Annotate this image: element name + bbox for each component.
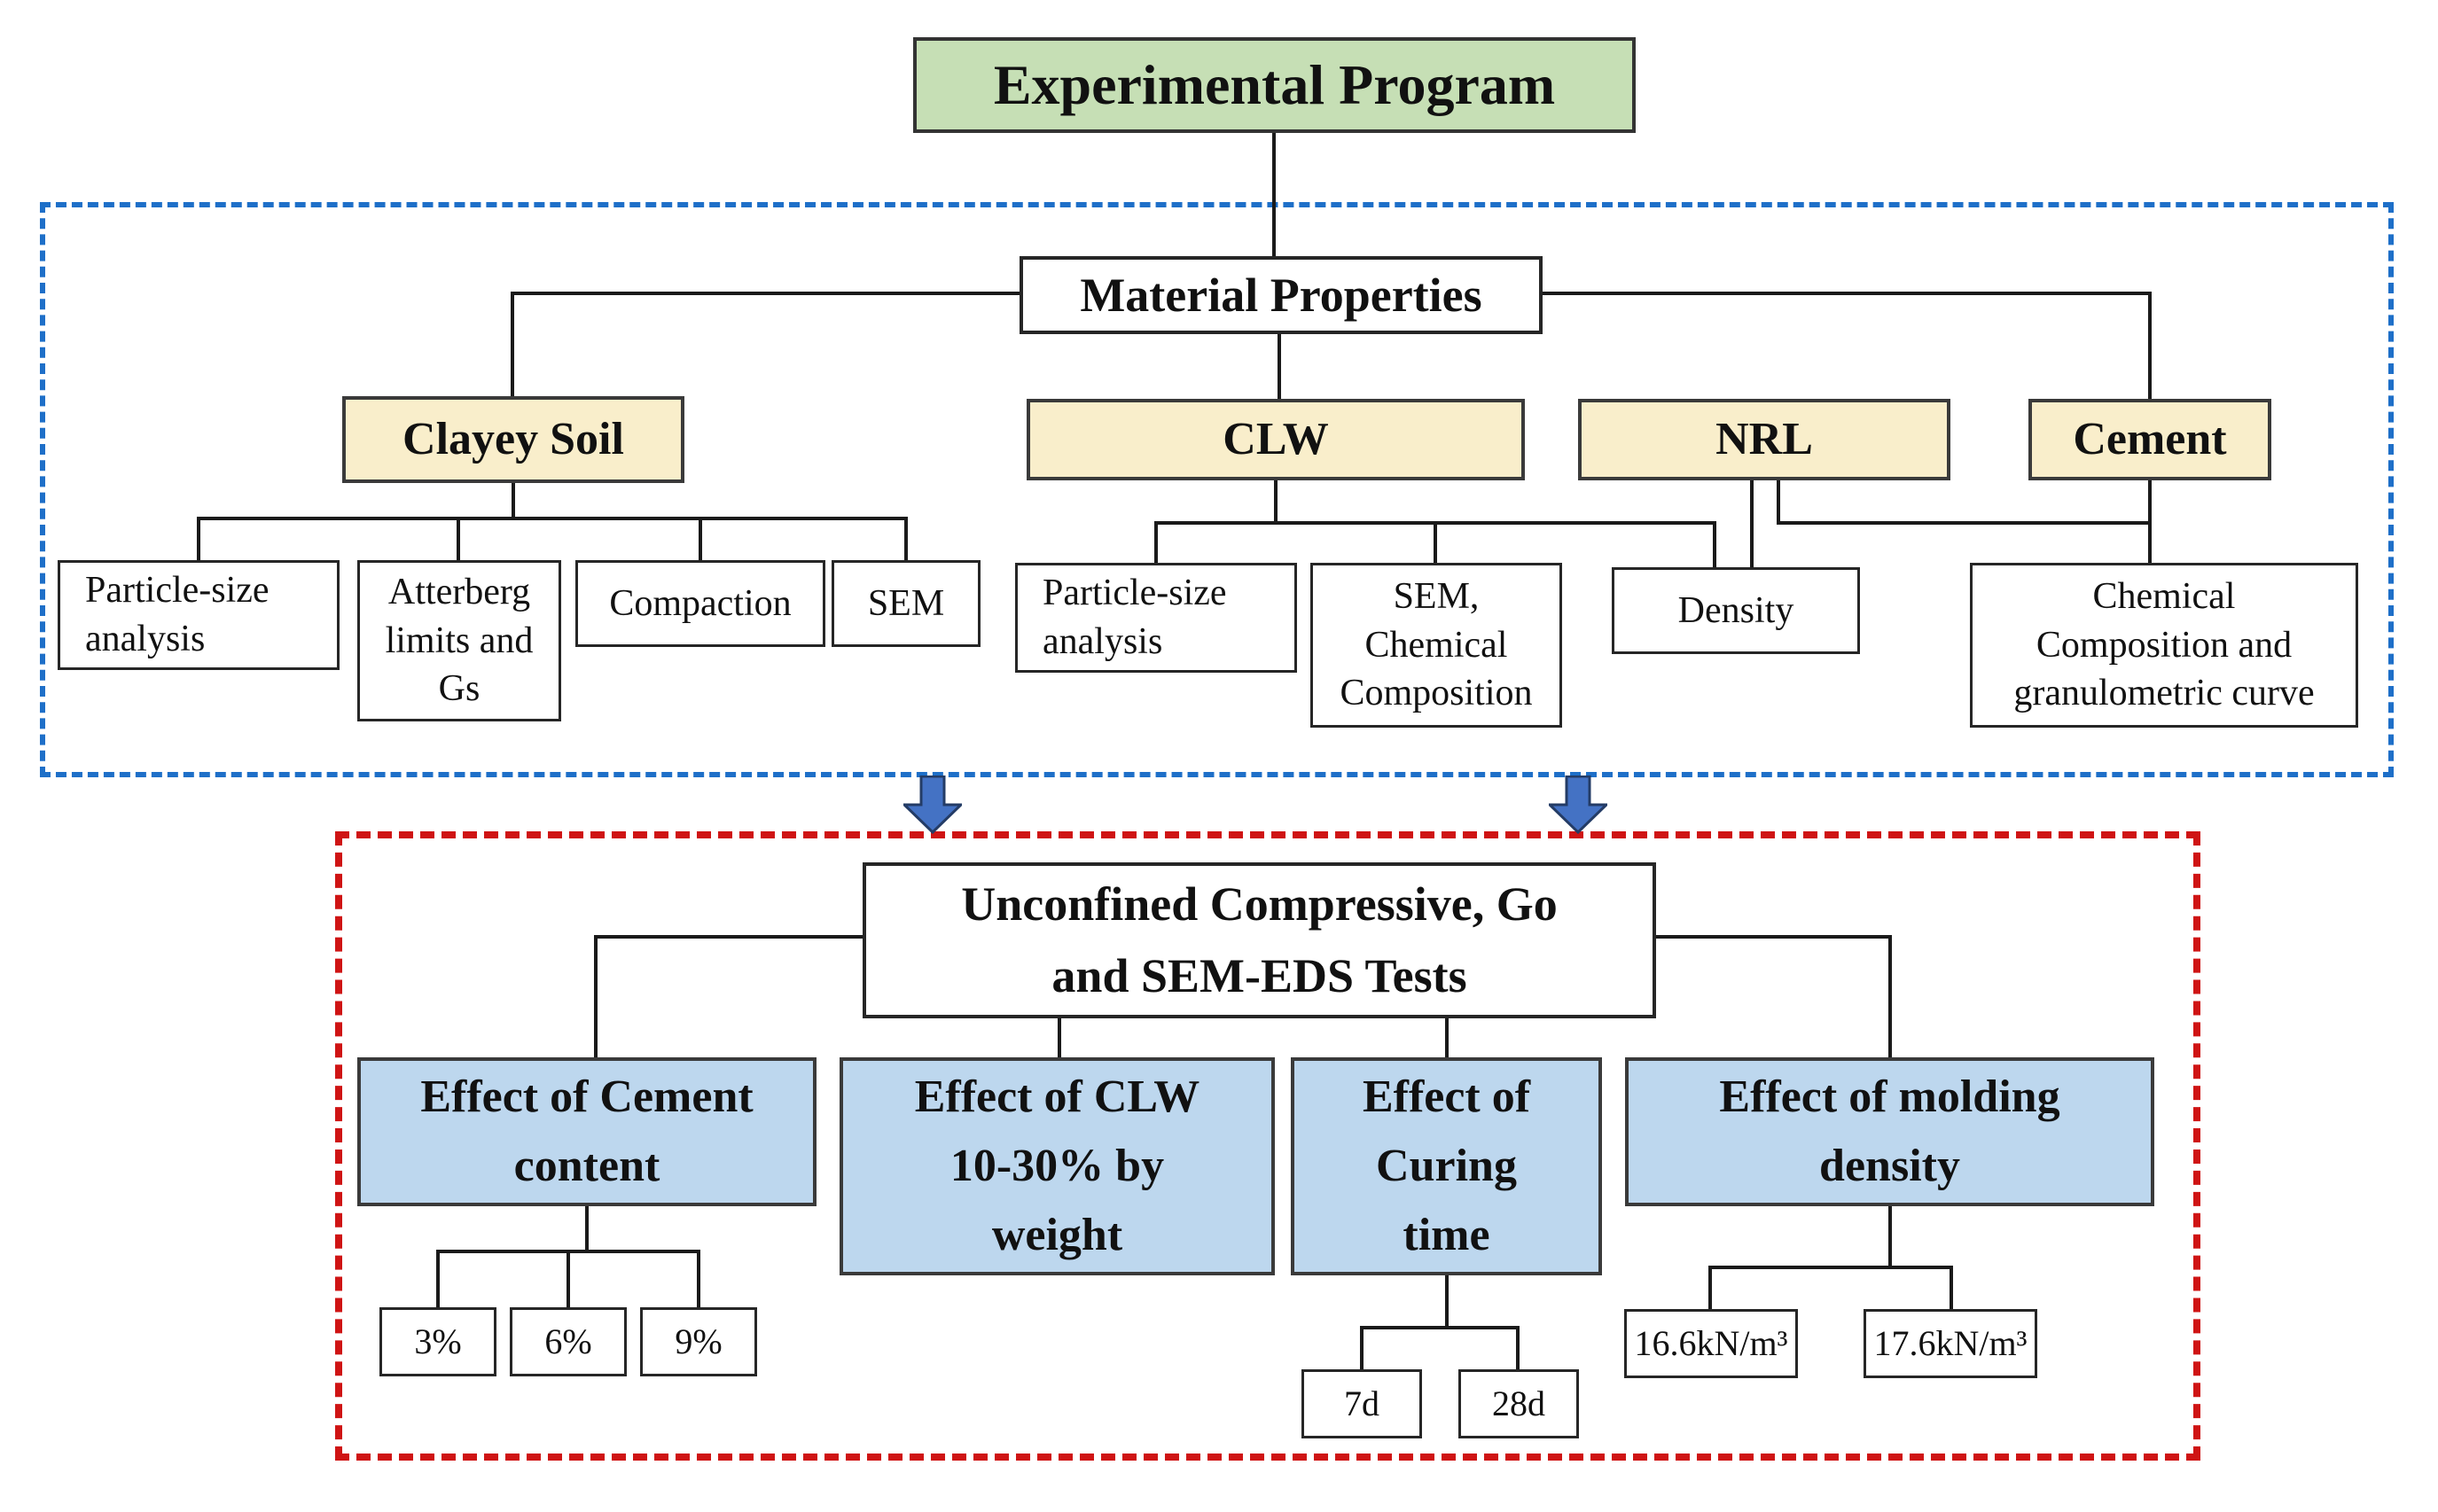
- connector: [1777, 479, 1780, 525]
- node-curing-7d: 7d: [1301, 1369, 1422, 1438]
- down-arrow-icon: [1549, 775, 1607, 834]
- connector: [1445, 1275, 1449, 1328]
- connector: [1656, 935, 1890, 939]
- node-particle-size-analysis-clw: Particle-size analysis: [1015, 563, 1297, 673]
- node-sem-soil: SEM: [832, 560, 981, 647]
- node-effect-curing-time: Effect of Curing time: [1291, 1057, 1602, 1275]
- tests-section-border: [335, 831, 2200, 1461]
- connector: [567, 1250, 570, 1307]
- node-effect-clw-weight: Effect of CLW 10-30% by weight: [840, 1057, 1275, 1275]
- connector: [1750, 479, 1754, 567]
- node-atterberg-limits-gs: Atterberg limits and Gs: [357, 560, 561, 721]
- connector: [1058, 1018, 1061, 1057]
- connector: [904, 517, 908, 560]
- node-sem-chemical-composition: SEM, Chemical Composition: [1310, 563, 1562, 728]
- connector: [585, 1206, 589, 1251]
- connector: [1713, 521, 1716, 567]
- connector: [1516, 1326, 1520, 1369]
- connector: [512, 292, 1020, 295]
- connector: [512, 483, 515, 518]
- connector: [1708, 1266, 1953, 1269]
- connector: [1888, 935, 1892, 1057]
- node-cement: Cement: [2028, 399, 2271, 480]
- down-arrow-icon: [903, 775, 962, 834]
- material-properties-section-border: [40, 202, 2394, 777]
- connector: [1888, 1206, 1892, 1267]
- node-curing-28d: 28d: [1458, 1369, 1579, 1438]
- connector: [1434, 521, 1437, 563]
- connector: [596, 935, 863, 939]
- node-effect-cement-content: Effect of Cement content: [357, 1057, 817, 1206]
- connector: [1272, 133, 1276, 256]
- node-density: Density: [1612, 567, 1860, 654]
- connector: [1360, 1326, 1520, 1329]
- connector: [197, 517, 906, 520]
- node-unconfined-tests-title: Unconfined Compressive, Go and SEM-EDS T…: [863, 862, 1656, 1018]
- node-cement-6pct: 6%: [510, 1307, 627, 1376]
- connector: [1360, 1326, 1364, 1369]
- connector: [697, 1250, 700, 1307]
- node-nrl: NRL: [1578, 399, 1950, 480]
- connector: [699, 517, 702, 560]
- node-density-16-6: 16.6kN/m³: [1624, 1309, 1798, 1378]
- connector: [1777, 521, 2150, 525]
- node-particle-size-analysis-soil: Particle-size analysis: [58, 560, 340, 670]
- connector: [1274, 479, 1278, 523]
- node-density-17-6: 17.6kN/m³: [1864, 1309, 2037, 1378]
- connector: [1543, 292, 2150, 295]
- connector: [1154, 521, 1158, 563]
- connector: [594, 935, 598, 1057]
- connector: [436, 1250, 440, 1307]
- node-cement-9pct: 9%: [640, 1307, 757, 1376]
- node-effect-molding-density: Effect of molding density: [1625, 1057, 2154, 1206]
- connector: [1445, 1018, 1449, 1057]
- node-cement-3pct: 3%: [379, 1307, 496, 1376]
- node-experimental-program: Experimental Program: [913, 37, 1636, 133]
- connector: [457, 517, 460, 560]
- node-clayey-soil: Clayey Soil: [342, 396, 684, 483]
- connector: [1708, 1266, 1712, 1309]
- node-clw: CLW: [1027, 399, 1525, 480]
- connector: [2148, 292, 2152, 399]
- connector: [197, 517, 200, 560]
- connector: [1950, 1266, 1953, 1309]
- node-material-properties: Material Properties: [1020, 256, 1543, 334]
- connector: [1278, 334, 1281, 399]
- node-compaction: Compaction: [575, 560, 825, 647]
- node-chemical-composition-granulometric: Chemical Composition and granulometric c…: [1970, 563, 2358, 728]
- connector: [511, 292, 514, 396]
- connector: [2148, 479, 2152, 563]
